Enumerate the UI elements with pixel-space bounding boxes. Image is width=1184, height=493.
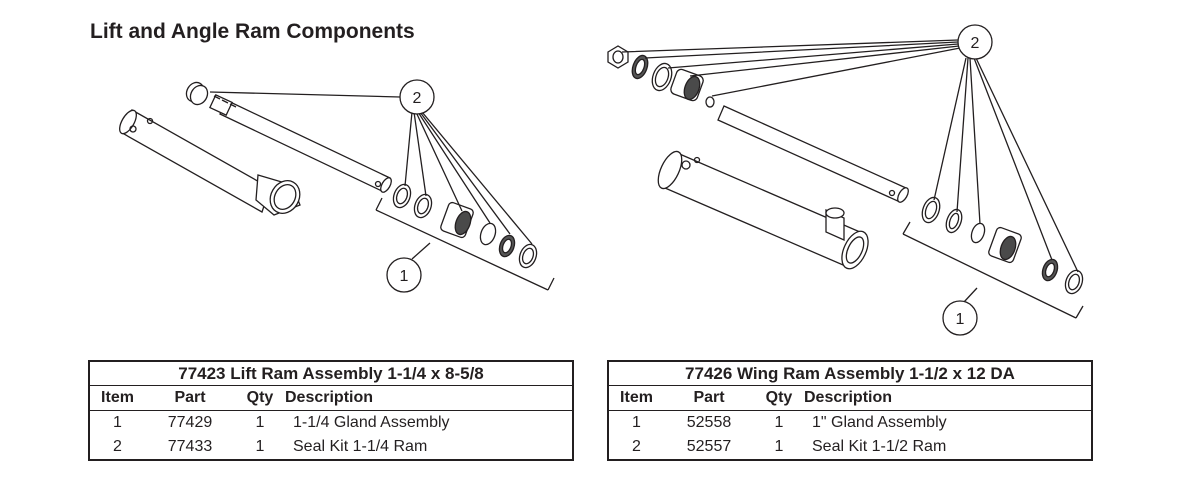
left-gland-bracket xyxy=(375,197,555,291)
right-seal-callout xyxy=(957,24,993,60)
cell-description: 1" Gland Assembly xyxy=(812,414,947,431)
left-barrel xyxy=(119,109,301,216)
cell-qty: 1 xyxy=(774,414,784,431)
table-header-row: Item Part Qty Description xyxy=(608,385,1092,411)
cell-part: 77429 xyxy=(167,414,213,431)
right-nut xyxy=(607,45,629,69)
right-barrel xyxy=(657,150,869,270)
right-top-seals xyxy=(631,54,715,108)
header-description: Description xyxy=(285,385,573,411)
table-title: 77426 Wing Ram Assembly 1-1/2 x 12 DA xyxy=(608,361,1092,386)
right-gland-leader xyxy=(963,287,978,303)
left-gland-leader xyxy=(411,242,431,260)
left-seals xyxy=(392,183,538,269)
left-rod xyxy=(209,93,392,193)
header-qty: Qty xyxy=(754,385,804,411)
header-item: Item xyxy=(89,385,145,411)
cell-description: 1-1/4 Gland Assembly xyxy=(293,414,450,431)
right-seal-leaders xyxy=(621,39,1079,273)
header-description: Description xyxy=(804,385,1092,411)
lift-ram-parts-table: 77423 Lift Ram Assembly 1-1/4 x 8-5/8 It… xyxy=(88,360,574,461)
cell-item: 1 xyxy=(632,414,641,431)
left-seal-callout-number: 2 xyxy=(413,90,422,107)
left-gland-callout xyxy=(386,257,422,293)
cell-part: 52558 xyxy=(686,414,732,431)
exploded-diagram: 2 1 2 1 xyxy=(119,24,1084,336)
right-gland-bracket xyxy=(902,221,1084,319)
left-nut xyxy=(185,81,209,106)
table-row: 1 52558 1 1" Gland Assembly xyxy=(608,411,1092,436)
cell-part: 77433 xyxy=(167,438,213,455)
left-seal-callout xyxy=(399,79,435,115)
table-header-row: Item Part Qty Description xyxy=(89,385,573,411)
table-row: 2 77433 1 Seal Kit 1-1/4 Ram xyxy=(89,435,573,460)
header-part: Part xyxy=(145,385,235,411)
right-seal-callout-number: 2 xyxy=(971,35,980,52)
page-title: Lift and Angle Ram Components xyxy=(90,20,415,43)
table-row: 1 77429 1 1-1/4 Gland Assembly xyxy=(89,411,573,436)
cell-qty: 1 xyxy=(255,414,265,431)
cell-description: Seal Kit 1-1/4 Ram xyxy=(293,438,428,455)
right-seals xyxy=(921,196,1084,295)
cell-qty: 1 xyxy=(774,438,784,455)
header-part: Part xyxy=(664,385,754,411)
right-rod xyxy=(717,105,909,203)
cell-item: 2 xyxy=(113,438,122,455)
table-title: 77423 Lift Ram Assembly 1-1/4 x 8-5/8 xyxy=(89,361,573,386)
cell-item: 1 xyxy=(113,414,122,431)
right-gland-callout xyxy=(942,300,978,336)
cell-description: Seal Kit 1-1/2 Ram xyxy=(812,438,947,455)
cell-part: 52557 xyxy=(686,438,732,455)
table-row: 2 52557 1 Seal Kit 1-1/2 Ram xyxy=(608,435,1092,460)
right-gland-callout-number: 1 xyxy=(956,311,965,328)
wing-ram-parts-table: 77426 Wing Ram Assembly 1-1/2 x 12 DA It… xyxy=(607,360,1093,461)
cell-item: 2 xyxy=(632,438,641,455)
left-gland-callout-number: 1 xyxy=(400,268,409,285)
left-seal-leaders xyxy=(209,91,533,245)
header-qty: Qty xyxy=(235,385,285,411)
cell-qty: 1 xyxy=(255,438,265,455)
header-item: Item xyxy=(608,385,664,411)
